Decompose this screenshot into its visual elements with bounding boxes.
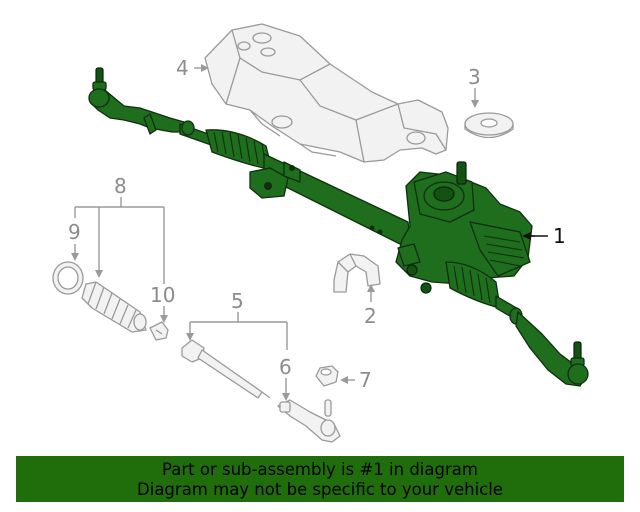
- part-9-ring: [52, 261, 84, 295]
- callout-4: 4: [176, 56, 189, 80]
- part-8-boot: [81, 281, 147, 333]
- banner-line-2: Diagram may not be specific to your vehi…: [137, 480, 503, 499]
- part-4-crossmember: [204, 23, 449, 163]
- callout-2: 2: [364, 304, 377, 328]
- callout-5: 5: [231, 289, 244, 313]
- part-3-washer: [464, 112, 514, 139]
- leader-lines: [71, 64, 548, 401]
- part-10-clamp: [149, 321, 169, 341]
- callout-6: 6: [279, 355, 292, 379]
- part-6-tie-rod-end: [277, 399, 341, 443]
- callout-8: 8: [114, 174, 127, 198]
- callout-10: 10: [150, 283, 175, 307]
- info-banner: Part or sub-assembly is #1 in diagram Di…: [16, 456, 624, 502]
- part-1-steering-gear: [88, 67, 589, 387]
- part-5-tie-rod: [181, 339, 271, 399]
- part-2-bracket: [333, 253, 381, 293]
- callout-3: 3: [468, 65, 481, 89]
- banner-line-1: Part or sub-assembly is #1 in diagram: [162, 460, 478, 479]
- part-7-nut: [315, 365, 339, 387]
- callout-1: 1: [553, 224, 566, 248]
- callout-9: 9: [68, 220, 81, 244]
- callout-7: 7: [359, 368, 372, 392]
